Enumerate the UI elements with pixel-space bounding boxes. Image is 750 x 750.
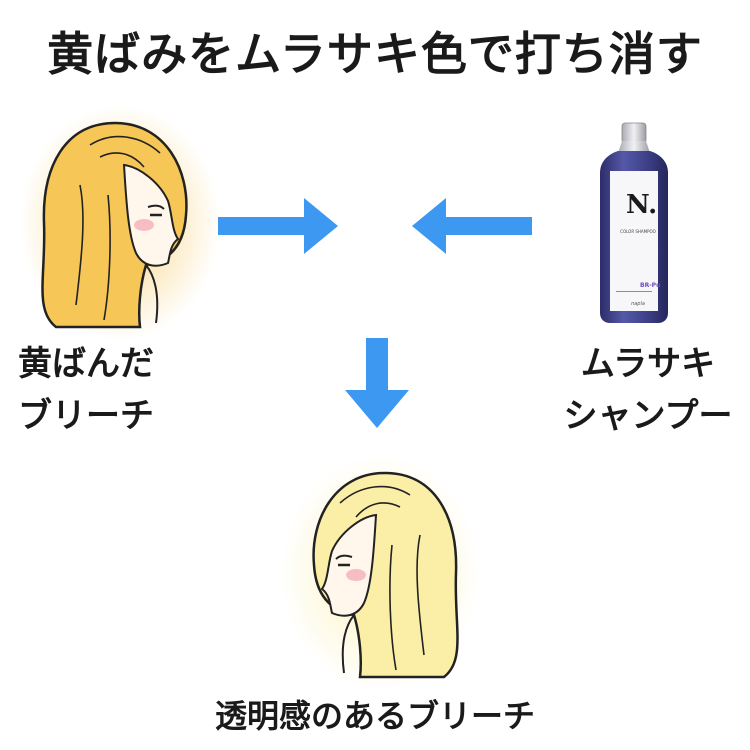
bottle-product-name: COLOR SHAMPOO — [620, 229, 656, 234]
purple-shampoo-label-line2: シャンプー — [563, 396, 733, 436]
bottle-brand: napla — [631, 301, 645, 307]
page-title: 黄ばみをムラサキ色で打ち消す — [47, 27, 703, 81]
arrow-left-icon — [412, 198, 532, 254]
shampoo-bottle-image — [600, 122, 668, 323]
purple-shampoo-label: ムラサキ シャンプー — [548, 338, 748, 442]
yellow-bleach-label-line1: 黄ばんだ — [18, 344, 154, 384]
bottle-logo: N. — [626, 190, 658, 220]
arrow-down-icon — [345, 338, 409, 428]
clear-bleach-label: 透明感のあるブリーチ — [214, 697, 535, 735]
light-hair-illustration — [280, 455, 480, 691]
purple-shampoo-label-line1: ムラサキ — [580, 344, 716, 384]
yellow-bleach-label: 黄ばんだ ブリーチ — [18, 338, 218, 442]
yellow-bleach-label-line2: ブリーチ — [18, 396, 154, 436]
bottle-variant: BR-Pu — [640, 282, 661, 289]
yellow-hair-illustration — [20, 105, 220, 341]
arrow-right-icon — [218, 198, 338, 254]
